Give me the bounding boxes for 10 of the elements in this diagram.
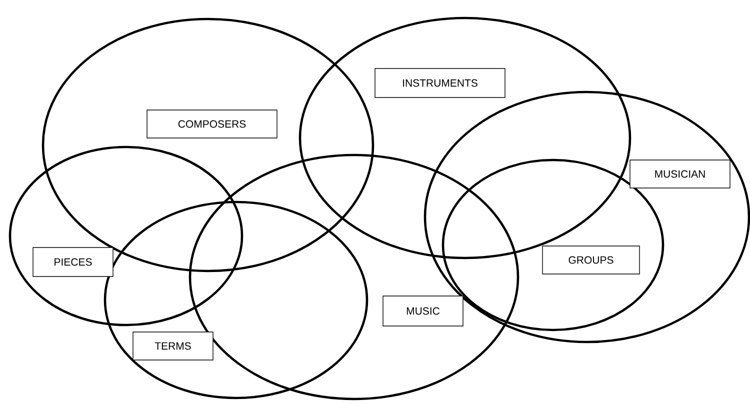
ellipse — [104, 200, 368, 400]
label-box: MUSICIAN — [630, 160, 730, 188]
label-box: TERMS — [132, 332, 214, 360]
ellipse — [8, 146, 244, 326]
label-box: PIECES — [32, 247, 114, 277]
label-box: GROUPS — [542, 246, 640, 274]
label-box: COMPOSERS — [146, 110, 278, 138]
label-box: INSTRUMENTS — [374, 68, 506, 98]
ellipse — [42, 18, 374, 272]
label-box: MUSIC — [382, 296, 464, 326]
